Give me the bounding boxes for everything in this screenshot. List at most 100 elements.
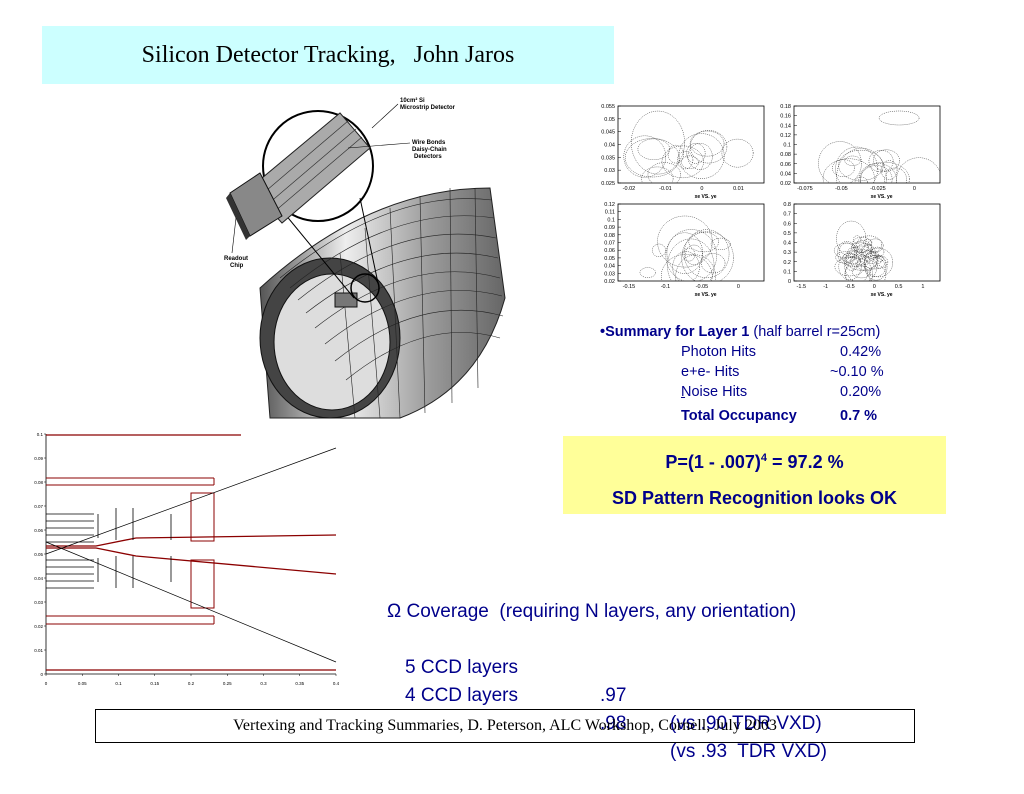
x-tick-label: 0.3 bbox=[260, 681, 267, 686]
summary-heading-bold: •Summary for Layer 1 bbox=[600, 324, 750, 340]
y-tick-label: 0.04 bbox=[34, 576, 43, 581]
y-tick-label: 0.4 bbox=[783, 241, 791, 247]
plot-top-right: 0.180.160.140.120.10.080.060.040.02-0.07… bbox=[780, 104, 941, 200]
y-tick-label: 0.02 bbox=[780, 181, 791, 187]
x-tick-label: -0.05 bbox=[835, 186, 848, 192]
track-arc bbox=[884, 167, 907, 183]
formula-exponent: 4 bbox=[760, 452, 768, 464]
coverage-4-value: .98 bbox=[600, 713, 627, 734]
y-tick-label: 0.05 bbox=[604, 256, 615, 262]
label-wirebonds-2: Daisy-Chain bbox=[412, 147, 447, 153]
track-arc bbox=[838, 149, 884, 181]
track-arc bbox=[667, 144, 684, 164]
x-tick-label: 0.35 bbox=[295, 681, 304, 686]
track-arc bbox=[880, 160, 898, 180]
x-tick-label: -1 bbox=[823, 284, 828, 290]
y-tick-label: 0.09 bbox=[34, 456, 43, 461]
track-arc bbox=[842, 250, 866, 267]
track-arc bbox=[832, 159, 855, 177]
track-arc bbox=[647, 162, 681, 183]
x-tick-label: -0.025 bbox=[870, 186, 886, 192]
zoom-inset bbox=[226, 110, 380, 303]
track-arc bbox=[863, 238, 873, 247]
y-tick-label: 0.05 bbox=[604, 117, 615, 123]
track-arc bbox=[835, 251, 855, 264]
ccd-layer-geometry-plot: 0.10.090.080.070.060.050.040.030.020.010… bbox=[34, 432, 339, 686]
formula-result: = 97.2 % bbox=[767, 452, 844, 472]
y-tick-label: 0.01 bbox=[34, 648, 43, 653]
beampipe-lower bbox=[46, 547, 337, 575]
track-arc bbox=[686, 143, 706, 164]
y-tick-label: 0.08 bbox=[780, 152, 791, 158]
track-arc bbox=[844, 155, 861, 166]
y-tick-label: 0.045 bbox=[601, 130, 615, 136]
track-arc bbox=[710, 237, 731, 250]
x-tick-label: -1.5 bbox=[797, 284, 806, 290]
plot-frame bbox=[617, 105, 765, 184]
coverage-heading: Ω Coverage (requiring N layers, any orie… bbox=[387, 601, 797, 622]
track-arc bbox=[860, 244, 876, 262]
x-tick-label: -0.5 bbox=[845, 284, 854, 290]
track-arc bbox=[721, 138, 754, 168]
ee-hits-value: ~0.10 % bbox=[830, 364, 884, 380]
track-arc bbox=[864, 247, 894, 278]
ee-hits-label: e+e- Hits bbox=[681, 364, 740, 380]
track-arc bbox=[870, 246, 885, 257]
coverage-5-value: .97 bbox=[600, 685, 627, 706]
plot-caption: xe VS. ye bbox=[871, 292, 893, 298]
track-arc bbox=[873, 149, 900, 172]
track-arc bbox=[682, 247, 696, 262]
label-wirebonds-3: Detectors bbox=[414, 154, 442, 160]
summary-heading-rest: (half barrel r=25cm) bbox=[749, 324, 881, 340]
x-tick-label: 0 bbox=[873, 284, 876, 290]
y-tick-label: 0.8 bbox=[783, 202, 791, 208]
coverage-4-layers: 4 CCD layers bbox=[405, 685, 518, 706]
track-arc bbox=[853, 235, 862, 244]
y-tick-label: 0.02 bbox=[34, 624, 43, 629]
label-readout-1: Readout bbox=[224, 256, 248, 262]
probability-box: P=(1 - .007)4 = 97.2 % SD Pattern Recogn… bbox=[563, 436, 946, 514]
track-arc bbox=[689, 130, 728, 164]
track-arc bbox=[860, 165, 893, 183]
x-tick-label: 0 bbox=[737, 284, 740, 290]
coverage-row-5: 5 CCD layers .97 (vs .90 TDR VXD) bbox=[387, 626, 822, 734]
track-arc bbox=[623, 135, 667, 178]
y-tick-label: 0.035 bbox=[601, 155, 615, 161]
track-arc bbox=[852, 265, 871, 279]
y-tick-label: 0.06 bbox=[604, 248, 615, 254]
pattern-recognition-note: SD Pattern Recognition looks OK bbox=[611, 488, 898, 508]
y-tick-label: 0.04 bbox=[604, 143, 615, 149]
y-tick-label: 0.07 bbox=[34, 504, 43, 509]
label-readout-2: Chip bbox=[230, 263, 244, 269]
track-arc bbox=[833, 242, 858, 259]
plot-frame bbox=[617, 203, 765, 282]
track-arc bbox=[878, 110, 920, 126]
y-tick-label: 0.08 bbox=[34, 480, 43, 485]
y-tick-label: 0.03 bbox=[34, 600, 43, 605]
x-tick-label: -0.15 bbox=[623, 284, 636, 290]
endplate-bottom bbox=[190, 559, 215, 609]
track-arc bbox=[657, 215, 713, 268]
label-microstrip-2: Microstrip Detector bbox=[400, 105, 456, 111]
y-tick-label: 0.12 bbox=[780, 133, 791, 139]
summary-row-ee: e+e- Hits ~0.10 % bbox=[596, 362, 956, 382]
track-arc bbox=[652, 243, 666, 257]
total-occupancy-value: 0.7 % bbox=[840, 408, 878, 424]
y-tick-label: 0.03 bbox=[604, 168, 615, 174]
acceptance-line-upper bbox=[45, 447, 337, 555]
photon-hits-label: Photon Hits bbox=[681, 344, 756, 360]
x-tick-label: 0.05 bbox=[78, 681, 87, 686]
y-tick-label: 0.07 bbox=[604, 241, 615, 247]
track-arc bbox=[856, 235, 882, 254]
track-arc bbox=[868, 150, 894, 173]
track-arc bbox=[844, 263, 868, 281]
plot-frame bbox=[793, 203, 941, 282]
track-arcs bbox=[833, 220, 894, 281]
plot-caption: xe VS. ye bbox=[695, 194, 717, 200]
track-arc bbox=[838, 242, 856, 262]
track-arcs bbox=[818, 110, 940, 183]
noise-hits-label: Noise Hits bbox=[681, 384, 748, 400]
track-arc bbox=[858, 163, 897, 183]
x-tick-label: 0 bbox=[913, 186, 916, 192]
track-arc bbox=[864, 257, 886, 278]
